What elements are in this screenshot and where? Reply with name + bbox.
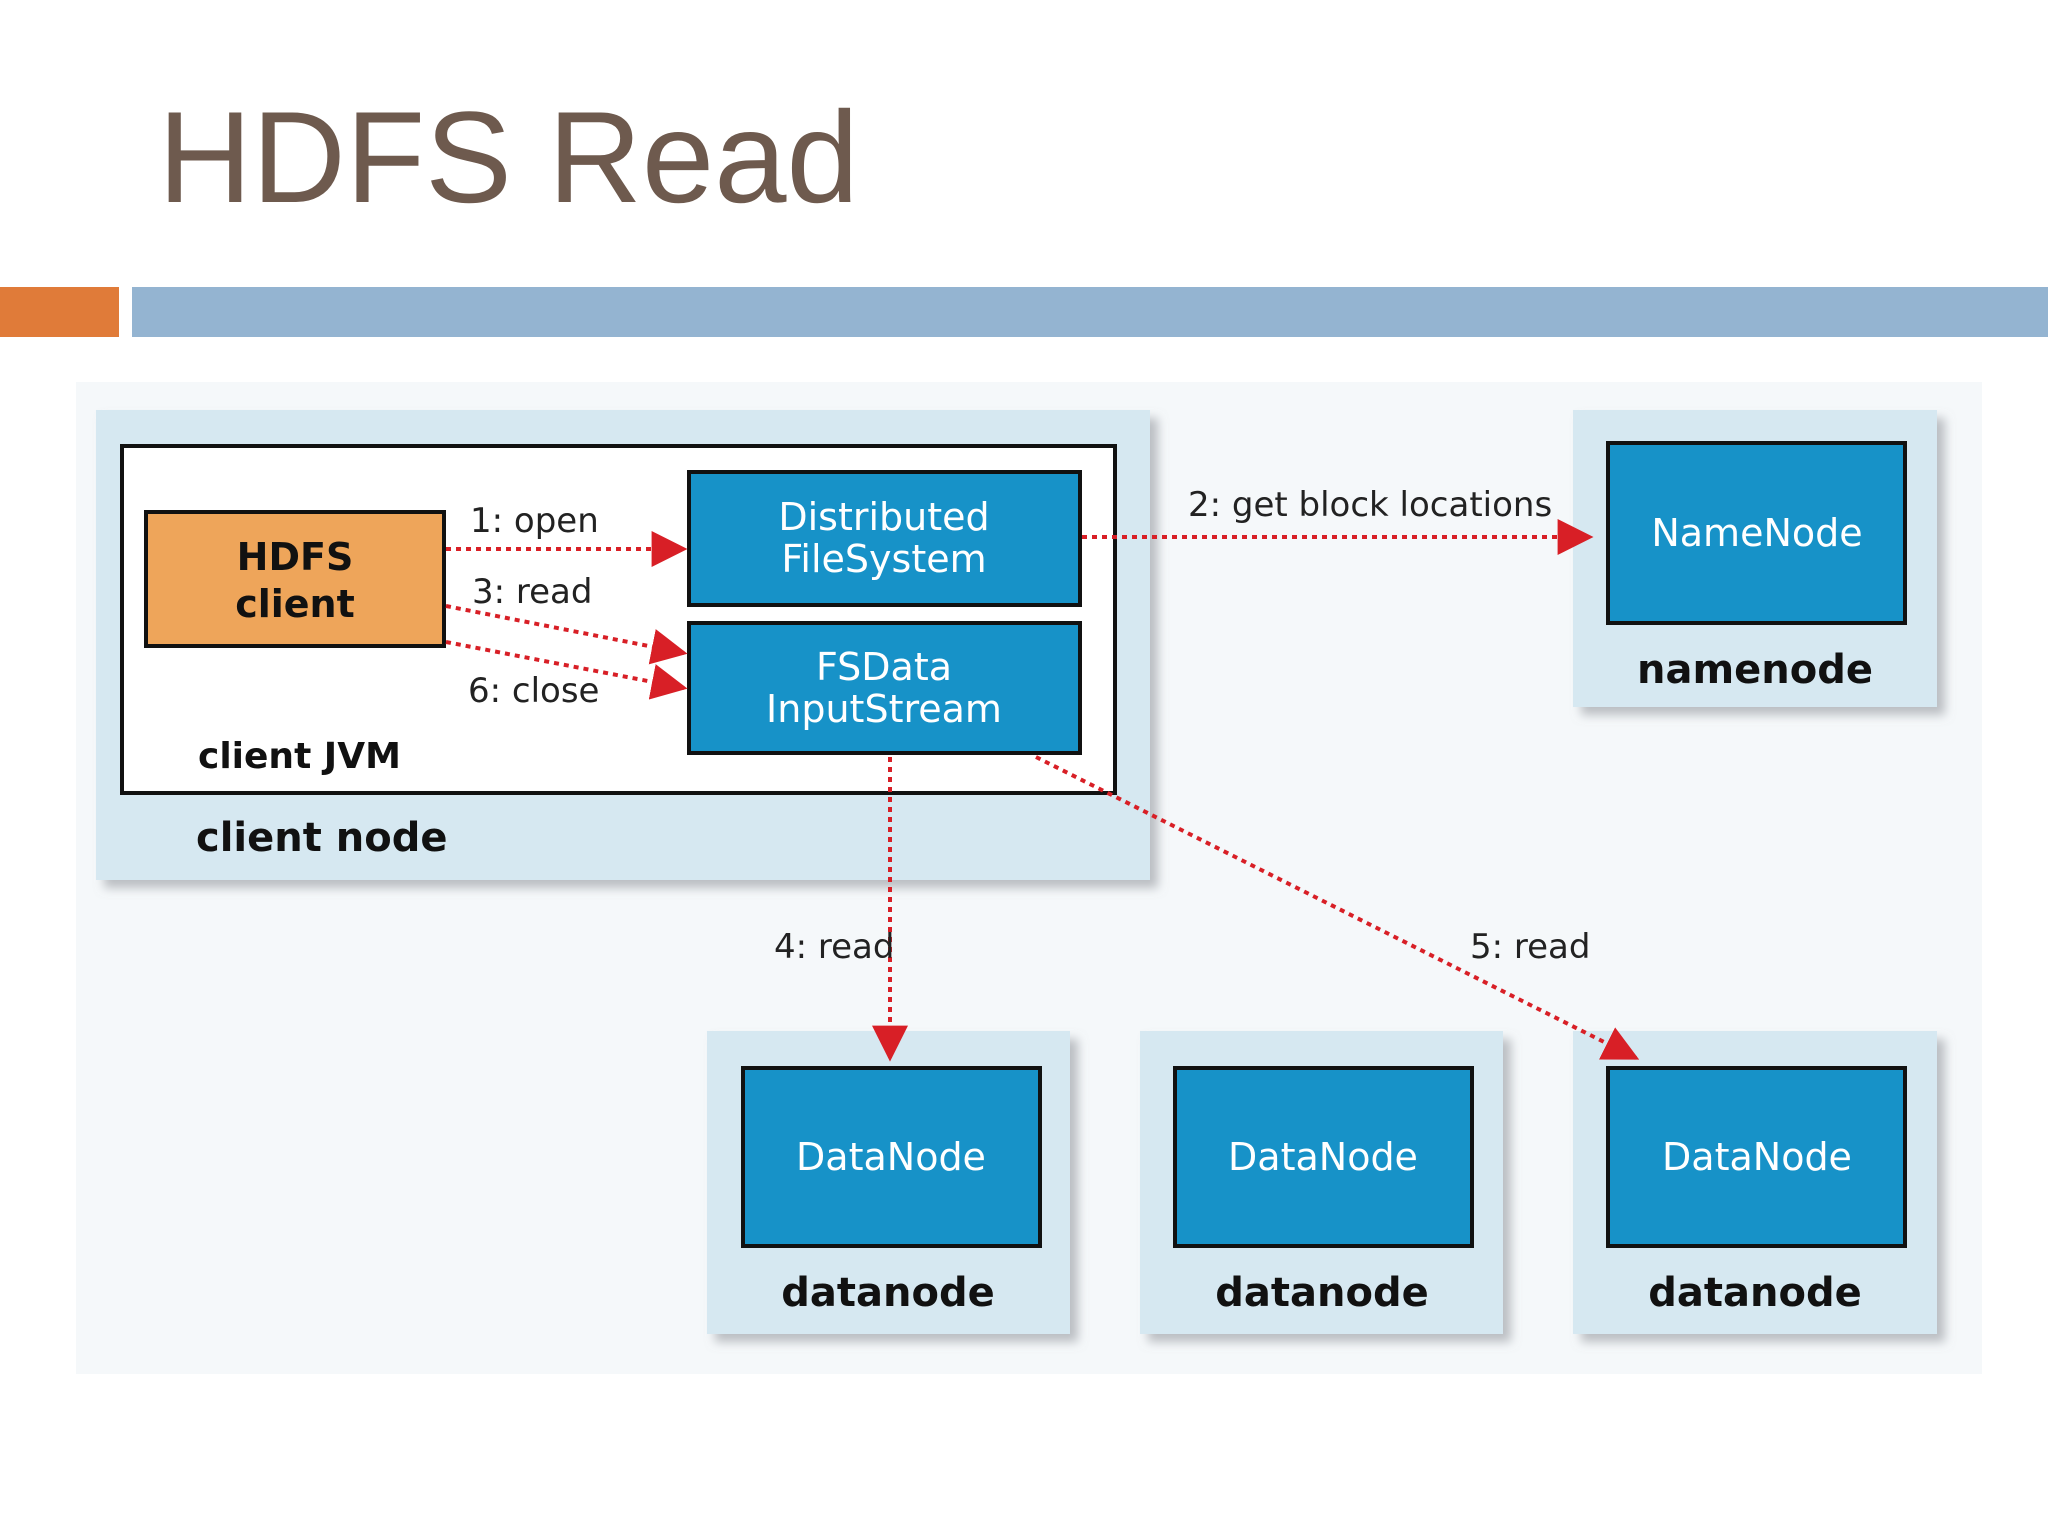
slide-title: HDFS Read <box>158 84 859 230</box>
namenode-host: NameNode namenode <box>1573 410 1937 707</box>
hdfs-client-line1: HDFS <box>237 535 354 579</box>
client-jvm-label: client JVM <box>198 736 401 777</box>
arrow-read-stream <box>445 604 688 665</box>
step-read-stream-label: 3: read <box>472 572 592 612</box>
datanode-1-label: datanode <box>781 1270 994 1316</box>
hdfs-client-box: HDFS client <box>144 510 446 648</box>
distributed-filesystem-box: Distributed FileSystem <box>687 470 1082 607</box>
namenode-inner-label: NameNode <box>1651 511 1862 555</box>
step-get-block-locations-label: 2: get block locations <box>1188 485 1552 525</box>
step-close-label: 6: close <box>468 671 599 711</box>
datanode-2-inner-label: DataNode <box>1228 1135 1418 1179</box>
datanode-host-1: DataNode datanode <box>707 1031 1070 1334</box>
fsdata-inputstream-box: FSData InputStream <box>687 621 1082 755</box>
step-open-label: 1: open <box>470 501 599 541</box>
distributed-filesystem-line2: FileSystem <box>781 537 986 581</box>
distributed-filesystem-line1: Distributed <box>778 495 989 539</box>
arrow-read-datanode-3 <box>1035 755 1640 1060</box>
namenode-label: namenode <box>1637 647 1873 693</box>
datanode-3-label: datanode <box>1648 1270 1861 1316</box>
title-accent-orange-bar <box>0 287 119 337</box>
arrow-close <box>445 640 688 700</box>
datanode-host-2: DataNode datanode <box>1140 1031 1503 1334</box>
client-node-label: client node <box>196 815 448 861</box>
datanode-2-label: datanode <box>1215 1270 1428 1316</box>
datanode-host-3: DataNode datanode <box>1573 1031 1937 1334</box>
step-read-datanode-1-label: 4: read <box>774 927 894 967</box>
datanode-1-inner-label: DataNode <box>796 1135 986 1179</box>
fsdata-inputstream-line1: FSData <box>816 645 952 689</box>
fsdata-inputstream-line2: InputStream <box>766 687 1002 731</box>
hdfs-client-line2: client <box>235 582 355 626</box>
datanode-3-inner-label: DataNode <box>1662 1135 1852 1179</box>
step-read-datanode-3-label: 5: read <box>1470 927 1590 967</box>
title-accent-blue-bar <box>132 287 2048 337</box>
